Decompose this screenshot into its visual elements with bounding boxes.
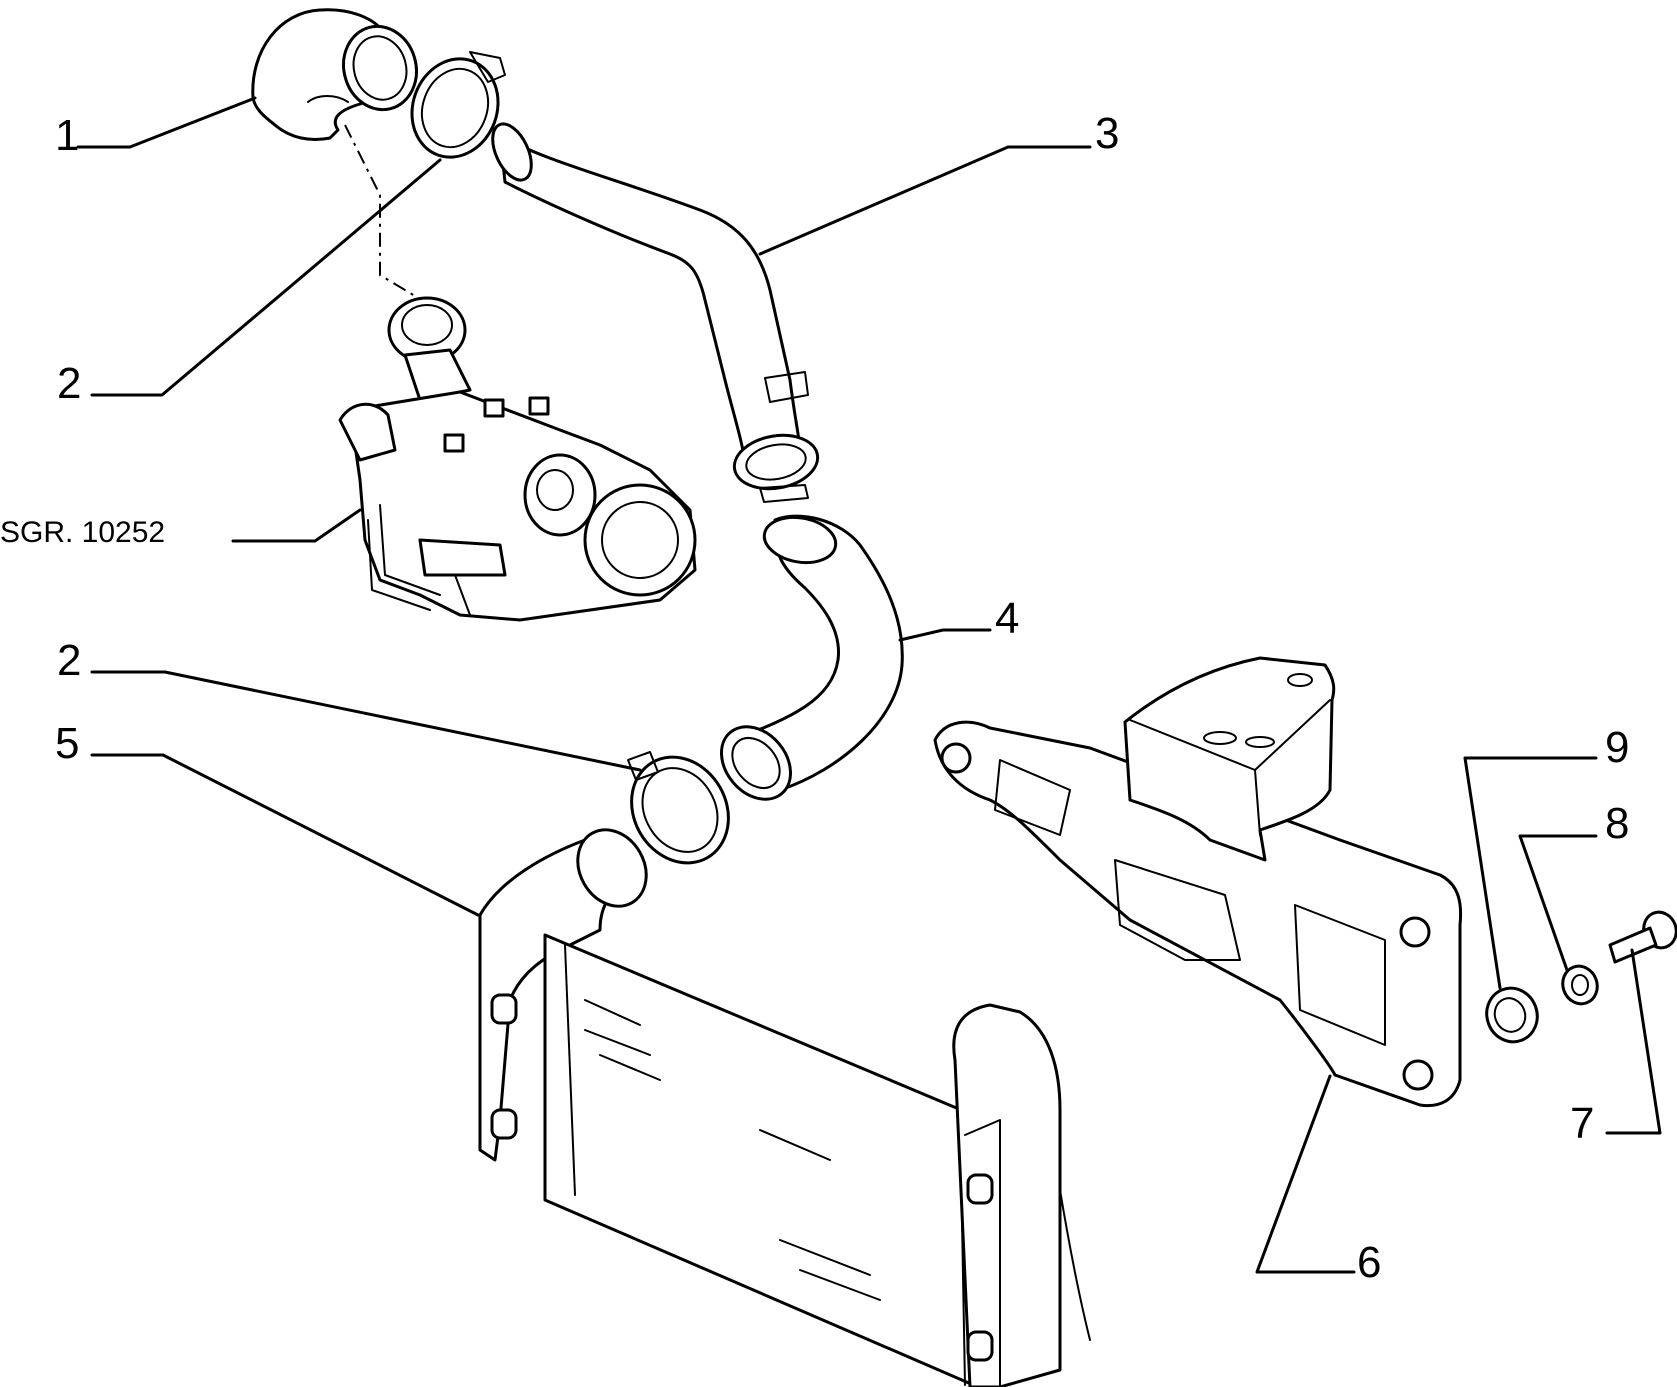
part-5-intercooler [478,828,1091,1387]
callout-9: 9 [1605,723,1629,772]
part-9-nut [1485,986,1539,1044]
part-6-mounting-bracket [933,656,1463,1108]
leader-sgr [231,508,362,543]
leader-5 [90,753,480,917]
part-2-hose-clamp-top [410,51,506,159]
callout-4: 4 [995,594,1019,643]
callout-8: 8 [1605,799,1629,848]
part-1-elbow-hose [251,8,418,141]
callout-2-top: 2 [57,359,81,408]
part-4-bent-hose [720,514,904,801]
leader-lines [76,96,1662,1274]
reference-label: SGR. 10252 [0,516,165,549]
callout-3: 3 [1095,109,1119,158]
assembly-centerline [344,124,431,306]
leader-2-bottom [90,670,642,772]
leader-4 [898,628,992,642]
leader-3 [758,145,1092,256]
leader-7 [1605,948,1662,1135]
part-7-bolt [1608,910,1677,964]
part-3-long-pipe [491,122,820,503]
callout-6: 6 [1357,1238,1381,1287]
part-8-washer [1561,964,1599,1006]
callout-2-bottom: 2 [57,636,81,685]
leader-9 [1463,756,1598,990]
callout-1: 1 [55,111,79,160]
part-2-hose-clamp-bottom [627,751,730,865]
turbocharger-assembly [338,296,697,622]
leader-8 [1518,834,1598,972]
leader-2-top [90,158,442,397]
callout-7: 7 [1570,1099,1594,1148]
leader-6 [1255,1074,1356,1274]
leader-1 [76,96,257,149]
callout-5: 5 [55,719,79,768]
